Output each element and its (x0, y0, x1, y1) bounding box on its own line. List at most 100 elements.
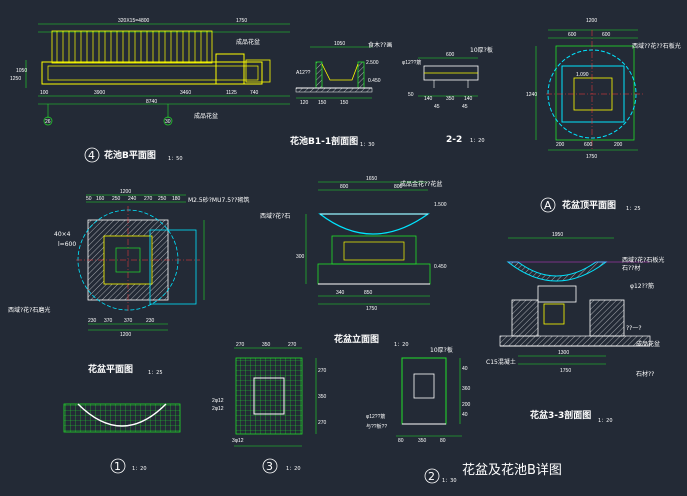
note-label: 2φ12 (212, 406, 224, 412)
grid-label: 26 (45, 119, 51, 125)
dim-label: 200 (556, 142, 565, 148)
dim-label: 350 (446, 96, 455, 102)
view-title: 花盆3-3剖面图 (530, 409, 591, 421)
dim-label: 320X15=4800 (118, 18, 150, 24)
note-label: 成品金花??花盆 (400, 180, 442, 188)
detail-2-view: 40 360 200 40 80 350 80 10厚?板 φ12??筋 与??… (366, 346, 471, 484)
view-scale: 1：20 (132, 466, 147, 472)
dim-label: 80 (398, 438, 404, 444)
planter-plan-view: 320X15=4800 1750 1050 1250 100 3900 3460… (10, 18, 290, 163)
note-label: 3φ12 (232, 438, 244, 444)
dim-label: 250 (112, 196, 121, 202)
dim-label: 1650 (366, 176, 377, 182)
view-title: 花池B平面图 (104, 149, 156, 161)
dim-label: 1240 (526, 92, 537, 98)
detail-1-view: 1 1：20 (63, 403, 181, 474)
dim-label: 270 (144, 196, 153, 202)
elev-label: 0.450 (434, 264, 447, 270)
note-label: 石材?? (636, 370, 654, 378)
dim-label: 600 (602, 32, 611, 38)
sheet-title: 花盆及花池B详图 (462, 462, 562, 478)
view-marker-number: 2 (428, 470, 435, 483)
note-label: 成品花盆 (636, 340, 660, 348)
dim-label: 270 (236, 342, 245, 348)
view-marker-number: 3 (266, 460, 273, 473)
dim-label: 45 (462, 104, 468, 110)
view-title: 花盆立面图 (334, 333, 379, 345)
dim-total: 8740 (146, 99, 157, 105)
dim-label: 1050 (16, 68, 27, 74)
note-label: ??一? (626, 325, 642, 332)
dim-label: 740 (250, 90, 259, 96)
view-marker (262, 458, 278, 474)
dim-label: 350 (262, 342, 271, 348)
dim-label: 370 (124, 318, 133, 324)
detail-3-view: 270 350 270 270 350 270 2φ12 2φ12 3φ12 3… (212, 342, 327, 474)
note-label: 成品花盆 (194, 112, 218, 120)
dim-label: 1125 (226, 90, 237, 96)
planter-outline (41, 61, 263, 85)
elev-label: 1.500 (434, 202, 447, 208)
tag-label: l=600 (58, 241, 76, 248)
dim-label: 80 (440, 438, 446, 444)
dim-label: 3460 (180, 90, 191, 96)
view-marker-number: A (544, 199, 552, 212)
view-scale: 1：20 (598, 418, 613, 424)
note-label: φ12??筋 (402, 59, 421, 66)
note-label: A12?? (296, 70, 311, 76)
dim-label: 350 (418, 438, 427, 444)
note-label: 西域?花?石磨光 (8, 306, 50, 314)
dim-label: 140 (424, 96, 433, 102)
note-label: φ12??筋 (630, 282, 654, 290)
elev-label: 0.450 (368, 78, 381, 84)
view-marker (424, 468, 440, 484)
dim-label: 1750 (586, 154, 597, 160)
view-marker-number: 4 (88, 149, 95, 162)
dim-label: 800 (394, 184, 403, 190)
dim-label: 600 (584, 142, 593, 148)
note-label: 食木??画 (368, 41, 392, 49)
dim-label: 800 (340, 184, 349, 190)
pot-plan-view: 1200 50 160 250 240 270 250 180 230 370 … (8, 189, 249, 376)
dim-label: 230 (88, 318, 97, 324)
note-label: 西域??花??石板光 (632, 42, 681, 50)
tag-label: 40×4 (54, 231, 71, 238)
dim-label: 150 (318, 100, 327, 106)
note-label: φ12??筋 (366, 413, 385, 420)
dim-label: 180 (172, 196, 181, 202)
dim-label: 240 (128, 196, 137, 202)
dim-label: 360 (462, 386, 471, 392)
dim-label: 370 (104, 318, 113, 324)
note-label: 2φ12 (212, 398, 224, 404)
view-scale: 1：30 (442, 478, 457, 484)
view-scale: 1：25 (148, 370, 163, 376)
note-label: 10厚?板 (470, 46, 493, 54)
dim-label: 1750 (560, 368, 571, 374)
note-label: 西域?花?石 (260, 212, 290, 220)
dim-label: 1950 (552, 232, 563, 238)
pot-bowl (318, 213, 430, 235)
dim-label: 140 (464, 96, 473, 102)
dim-label: 160 (96, 196, 105, 202)
dim-label: 120 (300, 100, 309, 106)
pot-top-plan-view: 1200 600 600 200 600 200 1240 1750 西域??花… (526, 18, 681, 213)
detail-2-frame (401, 357, 447, 425)
spec-label: M2.5砂?MU7.5??砌筑 (188, 196, 249, 204)
dim-label: 1200 (120, 189, 131, 195)
elev-label: 2.500 (366, 60, 379, 66)
view-scale: 1：25 (626, 206, 641, 212)
dim-label: 300 (296, 254, 305, 260)
view-scale: 1：20 (286, 466, 301, 472)
dim-label: 3900 (94, 90, 105, 96)
pot-section-view: 1950 1300 1750 西域?花?石板光 石??材 φ12??筋 C15混… (486, 232, 664, 424)
dim-label: 340 (336, 290, 345, 296)
view-marker (110, 458, 126, 474)
view-marker (84, 147, 100, 163)
section-2-2-view: 600 50 140 350 140 45 45 10厚?板 φ12??筋 2-… (402, 46, 493, 145)
dim-label: 150 (340, 100, 349, 106)
dim-label: 1200 (586, 18, 597, 24)
pot-bowl-section (506, 261, 608, 282)
view-title: 花池B1-1剖面图 (290, 135, 358, 147)
dim-label: 850 (364, 290, 373, 296)
